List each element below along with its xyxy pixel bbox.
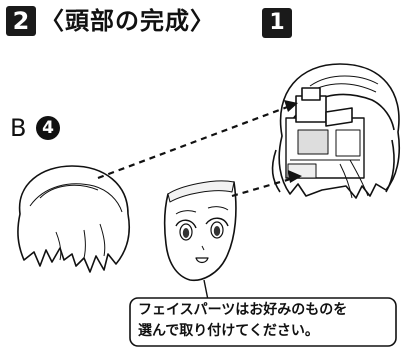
hair-part-b4 [17, 165, 131, 273]
instruction-note: フェイスパーツはお好みのものを 選んで取り付けてください。 [130, 297, 396, 345]
arrow-heads [284, 100, 302, 183]
assembled-head [271, 63, 401, 199]
note-line-2: 選んで取り付けてください。 [138, 323, 319, 339]
note-line-1: フェイスパーツはお好みのものを [138, 302, 348, 318]
callout-leader [203, 279, 209, 301]
part-b-letter: B [10, 114, 27, 142]
part-1-badge: 1 [262, 8, 292, 38]
part-b-number: 4 [36, 116, 60, 140]
step-title: 〈頭部の完成〉 [40, 7, 215, 35]
face-part [163, 180, 237, 282]
callout-box [129, 297, 397, 347]
assembly-arrows [97, 104, 295, 198]
step-number-badge: 2 [6, 6, 36, 36]
